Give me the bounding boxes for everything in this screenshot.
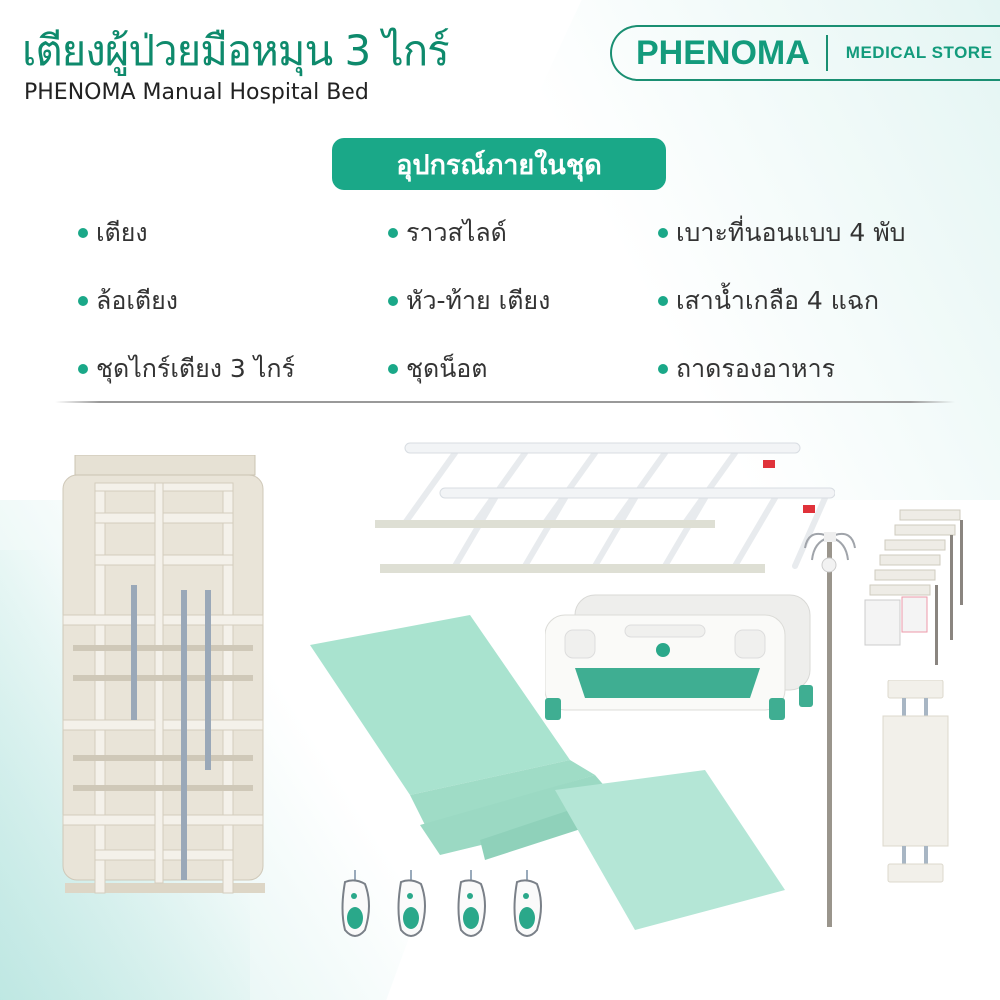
item-label: ชุดน็อต <box>406 354 488 383</box>
4-fold-mattress-image <box>310 615 785 930</box>
included-items-list: เตียง ราวสไลด์ เบาะที่นอนแบบ 4 พับ ล้อเต… <box>78 212 978 390</box>
bullet-icon <box>388 364 398 374</box>
list-item: เสาน้ำเกลือ 4 แฉก <box>658 280 978 322</box>
list-item: เตียง <box>78 212 388 254</box>
bullet-icon <box>78 364 88 374</box>
bullet-icon <box>388 228 398 238</box>
item-label: เตียง <box>96 218 148 247</box>
list-item: ชุดน็อต <box>388 348 658 390</box>
bullet-icon <box>78 296 88 306</box>
food-tray-image <box>882 680 949 883</box>
brand-logo: PHENOMA MEDICAL STORE <box>610 25 1000 81</box>
crank-set-and-bolts-image <box>864 509 963 665</box>
list-item: ล้อเตียง <box>78 280 388 322</box>
caster-wheels-image <box>341 870 542 937</box>
head-foot-boards-image <box>545 594 813 720</box>
item-label: ถาดรองอาหาร <box>676 354 836 383</box>
item-label: ชุดไกร์เตียง 3 ไกร์ <box>96 354 295 383</box>
bullet-icon <box>658 228 668 238</box>
brand-tagline: MEDICAL STORE <box>845 43 993 62</box>
brand-name: PHENOMA <box>636 33 810 72</box>
item-label: หัว-ท้าย เตียง <box>406 286 551 315</box>
list-item: หัว-ท้าย เตียง <box>388 280 658 322</box>
divider <box>55 401 955 403</box>
bullet-icon <box>658 296 668 306</box>
title-english: PHENOMA Manual Hospital Bed <box>24 80 369 105</box>
iv-pole-image <box>804 532 856 927</box>
bullet-icon <box>388 296 398 306</box>
item-label: ราวสไลด์ <box>406 218 507 247</box>
list-item: ถาดรองอาหาร <box>658 348 978 390</box>
list-item: ชุดไกร์เตียง 3 ไกร์ <box>78 348 388 390</box>
list-item: ราวสไลด์ <box>388 212 658 254</box>
title-thai: เตียงผู้ป่วยมือหมุน 3 ไกร์ <box>22 26 450 75</box>
bed-frame-image <box>62 455 265 894</box>
item-label: ล้อเตียง <box>96 286 178 315</box>
bullet-icon <box>658 364 668 374</box>
side-rails-image <box>375 442 835 573</box>
bullet-icon <box>78 228 88 238</box>
brand-separator <box>825 35 828 71</box>
item-label: เสาน้ำเกลือ 4 แฉก <box>676 286 880 315</box>
item-label: เบาะที่นอนแบบ 4 พับ <box>676 218 906 247</box>
section-heading: อุปกรณ์ภายในชุด <box>332 138 666 190</box>
list-item: เบาะที่นอนแบบ 4 พับ <box>658 212 978 254</box>
